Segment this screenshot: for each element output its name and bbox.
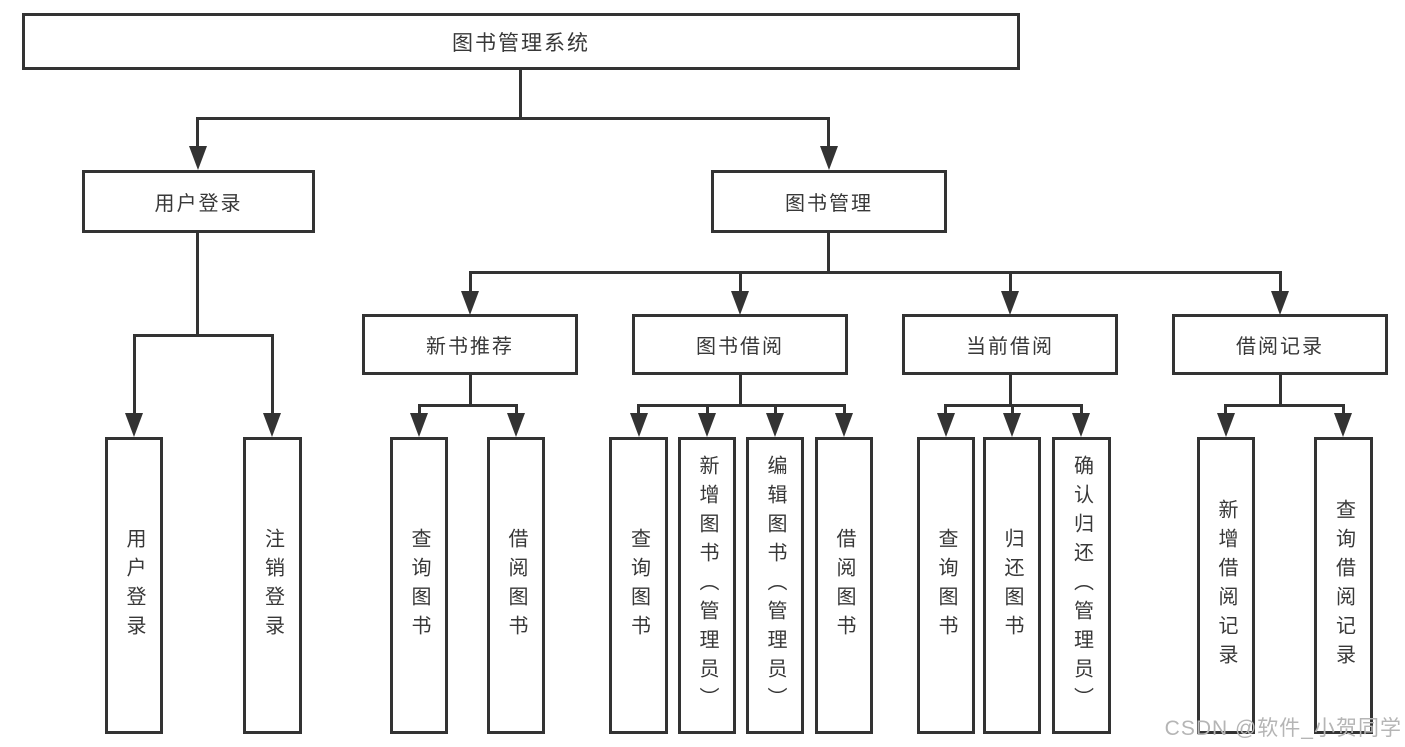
node-root: 图书管理系统 xyxy=(22,13,1020,70)
leaf-cb-confirm-return-label: 确认归还（管理员） xyxy=(1070,455,1093,716)
arrow-br-add-icon xyxy=(1217,413,1235,437)
leaf-bb-borrow-books-label: 借阅图书 xyxy=(833,527,855,644)
leaf-br-add-record: 新增借阅记录 xyxy=(1197,437,1255,734)
node-book-borrow: 图书借阅 xyxy=(632,314,848,375)
leaf-cb-return-books-label: 归还图书 xyxy=(1001,527,1023,644)
node-book-mgmt-label: 图书管理 xyxy=(785,193,873,215)
leaf-nb-borrow-books-label: 借阅图书 xyxy=(505,527,527,644)
leaf-bb-add-books: 新增图书（管理员） xyxy=(678,437,736,734)
arrow-nb-query-icon xyxy=(410,413,428,437)
arrow-book-mgmt-icon xyxy=(820,146,838,170)
leaf-br-query-record-label: 查询借阅记录 xyxy=(1332,498,1355,673)
connector-stem-cb-query xyxy=(944,404,947,415)
leaf-cb-confirm-return: 确认归还（管理员） xyxy=(1052,437,1111,734)
leaf-cb-query-books: 查询图书 xyxy=(917,437,975,734)
node-user-login: 用户登录 xyxy=(82,170,315,233)
leaf-bb-query-books: 查询图书 xyxy=(609,437,668,734)
leaf-bb-add-books-label: 新增图书（管理员） xyxy=(696,455,718,716)
arrow-cb-query-icon xyxy=(937,413,955,437)
connector-stem-leaf-logout xyxy=(271,334,274,415)
connector-root-split xyxy=(196,117,830,120)
connector-new-books-trunk xyxy=(469,374,472,405)
connector-stem-br-query xyxy=(1342,404,1345,415)
connector-stem-bb-borrow xyxy=(843,404,846,415)
arrow-br-query-icon xyxy=(1334,413,1352,437)
connector-stem-new-books xyxy=(469,271,472,293)
connector-stem-leaf-user-login xyxy=(133,334,136,415)
connector-root-trunk xyxy=(519,69,522,119)
leaf-bb-query-books-label: 查询图书 xyxy=(627,527,650,644)
node-borrow-records-label: 借阅记录 xyxy=(1236,336,1324,358)
connector-user-login-trunk xyxy=(196,232,199,335)
arrow-bb-add-icon xyxy=(698,413,716,437)
leaf-logout: 注销登录 xyxy=(243,437,302,734)
arrow-book-borrow-icon xyxy=(731,291,749,315)
leaf-bb-edit-books-label: 编辑图书（管理员） xyxy=(764,455,786,716)
connector-book-mgmt-trunk xyxy=(827,232,830,273)
node-user-login-label: 用户登录 xyxy=(154,193,243,215)
connector-borrow-records-trunk xyxy=(1279,374,1282,405)
node-current-borrow-label: 当前借阅 xyxy=(966,336,1054,358)
node-new-books: 新书推荐 xyxy=(362,314,578,375)
connector-book-borrow-split xyxy=(637,404,846,407)
connector-stem-user-login xyxy=(196,117,199,150)
leaf-nb-borrow-books: 借阅图书 xyxy=(487,437,545,734)
arrow-cb-confirm-icon xyxy=(1072,413,1090,437)
connector-stem-bb-edit xyxy=(774,404,777,415)
leaf-bb-edit-books: 编辑图书（管理员） xyxy=(746,437,804,734)
node-borrow-records: 借阅记录 xyxy=(1172,314,1388,375)
connector-stem-br-add xyxy=(1224,404,1227,415)
node-new-books-label: 新书推荐 xyxy=(426,336,514,358)
connector-new-books-split xyxy=(418,404,518,407)
connector-borrow-records-split xyxy=(1224,404,1345,407)
connector-book-mgmt-split xyxy=(469,271,1282,274)
csdn-watermark: CSDN @软件_小贺同学 xyxy=(1164,717,1402,740)
node-current-borrow: 当前借阅 xyxy=(902,314,1118,375)
connector-stem-nb-query xyxy=(418,404,421,415)
connector-stem-nb-borrow xyxy=(515,404,518,415)
connector-stem-book-borrow xyxy=(739,271,742,293)
connector-stem-book-mgmt xyxy=(827,117,830,150)
leaf-nb-query-books-label: 查询图书 xyxy=(408,527,430,644)
leaf-logout-label: 注销登录 xyxy=(261,527,284,644)
arrow-bb-edit-icon xyxy=(766,413,784,437)
connector-current-borrow-trunk xyxy=(1009,374,1012,405)
leaf-cb-query-books-label: 查询图书 xyxy=(935,527,957,644)
connector-stem-bb-add xyxy=(706,404,709,415)
leaf-user-login-label: 用户登录 xyxy=(123,527,145,644)
connector-user-login-split xyxy=(133,334,274,337)
leaf-br-query-record: 查询借阅记录 xyxy=(1314,437,1373,734)
arrow-user-login-icon xyxy=(189,146,207,170)
node-book-borrow-label: 图书借阅 xyxy=(696,336,784,358)
connector-stem-borrow-records xyxy=(1279,271,1282,293)
arrow-nb-borrow-icon xyxy=(507,413,525,437)
connector-book-borrow-trunk xyxy=(739,374,742,405)
connector-stem-current-borrow xyxy=(1009,271,1012,293)
arrow-bb-borrow-icon xyxy=(835,413,853,437)
arrow-borrow-records-icon xyxy=(1271,291,1289,315)
node-root-label: 图书管理系统 xyxy=(452,31,590,55)
connector-stem-cb-confirm xyxy=(1080,404,1083,415)
arrow-cb-return-icon xyxy=(1003,413,1021,437)
leaf-br-add-record-label: 新增借阅记录 xyxy=(1215,498,1237,673)
arrow-new-books-icon xyxy=(461,291,479,315)
arrow-bb-query-icon xyxy=(630,413,648,437)
node-book-mgmt: 图书管理 xyxy=(711,170,947,233)
connector-stem-bb-query xyxy=(637,404,640,415)
leaf-cb-return-books: 归还图书 xyxy=(983,437,1041,734)
leaf-user-login: 用户登录 xyxy=(105,437,163,734)
leaf-bb-borrow-books: 借阅图书 xyxy=(815,437,873,734)
arrow-current-borrow-icon xyxy=(1001,291,1019,315)
arrow-leaf-logout-icon xyxy=(263,413,281,437)
leaf-nb-query-books: 查询图书 xyxy=(390,437,448,734)
connector-stem-cb-return xyxy=(1011,404,1014,415)
arrow-leaf-user-login-icon xyxy=(125,413,143,437)
